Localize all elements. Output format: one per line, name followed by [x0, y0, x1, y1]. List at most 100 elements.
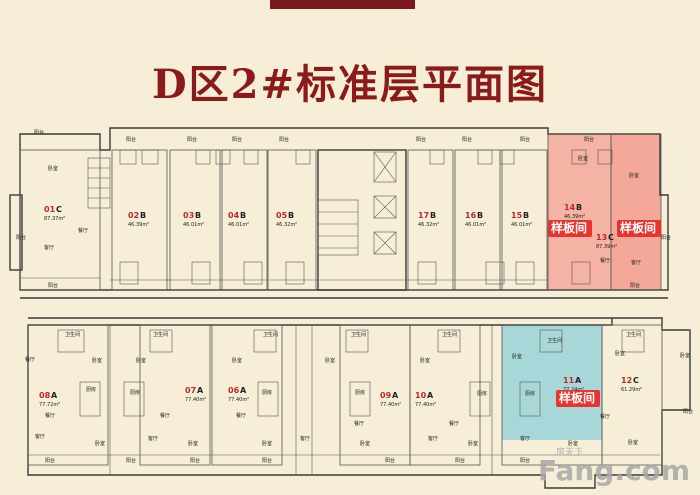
- room-label: 厨房: [130, 389, 140, 396]
- unit-area-u17: 46.32m²: [418, 222, 439, 228]
- room-label: 阳台: [462, 136, 472, 143]
- room-label: 卧室: [512, 353, 522, 360]
- unit-number-u07: 07: [185, 386, 196, 395]
- unit-outline-u01: [19, 149, 101, 291]
- unit-type-u02: B: [140, 211, 146, 220]
- unit-number-u01: 01: [44, 205, 56, 214]
- highlight-layer: [502, 134, 661, 440]
- unit-outline-u05: [267, 149, 317, 291]
- room-label: 卫生间: [442, 331, 457, 338]
- unit-area-u08: 77.72m²: [39, 402, 60, 408]
- unit-type-u06: A: [240, 386, 247, 395]
- unit-area-u13: 87.39m²: [596, 244, 617, 250]
- room-label: 卧室: [48, 165, 58, 172]
- sample-highlight-h13: [611, 134, 661, 290]
- unit-outline-u17: [407, 149, 454, 291]
- unit-outline-u08: [27, 324, 109, 466]
- room-label: 卧室: [325, 357, 335, 364]
- room-label: 阳台: [584, 136, 594, 143]
- unit-outline-u16: [454, 149, 501, 291]
- unit-number-u05: 05: [276, 211, 288, 220]
- unit-type-u16: B: [477, 211, 483, 220]
- room-label: 客厅: [300, 435, 310, 442]
- unit-area-u15: 46.01m²: [511, 222, 532, 228]
- unit-number-u15: 15: [511, 211, 523, 220]
- unit-area-u10: 77.40m²: [415, 402, 436, 408]
- room-label: 阳台: [34, 129, 44, 136]
- unit-type-u03: B: [195, 211, 201, 220]
- unit-outline-u06: [211, 324, 283, 466]
- room-label: 餐厅: [25, 356, 35, 363]
- room-label: 阳台: [520, 136, 530, 143]
- unit-type-u11: A: [575, 376, 582, 385]
- unit-type-u04: B: [240, 211, 246, 220]
- room-label: 厨房: [355, 389, 365, 396]
- unit-area-u14: 46.39m²: [564, 214, 585, 220]
- unit-area-u02: 46.39m²: [128, 222, 149, 228]
- room-label: 厨房: [477, 390, 487, 397]
- unit-number-u08: 08: [39, 391, 51, 400]
- stair-left: [87, 157, 111, 209]
- room-label: 餐厅: [45, 412, 55, 419]
- room-label: 客厅: [631, 259, 641, 266]
- room-label: 客厅: [428, 435, 438, 442]
- unit-number-u09: 09: [380, 391, 392, 400]
- room-label: 客厅: [35, 433, 45, 440]
- unit-number-u06: 06: [228, 386, 240, 395]
- unit-outline-u04: [221, 149, 268, 291]
- unit-area-u06: 77.40m²: [228, 397, 249, 403]
- elevator-2: [373, 195, 397, 219]
- unit-area-u12: 61.29m²: [621, 387, 642, 393]
- unit-number-u11: 11: [563, 376, 575, 385]
- room-label-layer: 卧室阳台餐厅客厅阳台阳台阳台阳台阳台阳台阳台阳台阳台阳台卧室卧室餐厅客厅阳台阳台…: [16, 129, 693, 464]
- room-label: 餐厅: [354, 420, 364, 427]
- sample-room-badge-s14: [548, 220, 592, 237]
- room-label: 阳台: [520, 457, 530, 464]
- sample-highlight-h14: [548, 134, 611, 290]
- unit-outline-u13: [610, 133, 662, 291]
- unit-type-u08: A: [51, 391, 58, 400]
- unit-outline-u15: [501, 149, 548, 291]
- unit-number-u14: 14: [564, 203, 576, 212]
- room-label: 卫生间: [153, 331, 168, 338]
- unit-type-u15: B: [523, 211, 529, 220]
- room-label: 卫生间: [65, 331, 80, 338]
- room-label: 卫生间: [263, 331, 278, 338]
- sample-highlight-h11: [502, 325, 602, 440]
- room-label: 卧室: [468, 440, 478, 447]
- room-label: 阳台: [630, 282, 640, 289]
- unit-outline-u12: [601, 324, 663, 466]
- unit-number-u04: 04: [228, 211, 240, 220]
- unit-type-u17: B: [430, 211, 436, 220]
- room-label: 卫生间: [547, 337, 562, 344]
- unit-type-u14: B: [576, 203, 582, 212]
- room-label: 卫生间: [351, 331, 366, 338]
- unit-type-u09: A: [392, 391, 399, 400]
- room-label: 卧室: [232, 357, 242, 364]
- room-label: 餐厅: [449, 420, 459, 427]
- unit-number-u17: 17: [418, 211, 429, 220]
- unit-area-u04: 46.01m²: [228, 222, 249, 228]
- room-label: 厨房: [262, 389, 272, 396]
- room-label: 阳台: [455, 457, 465, 464]
- room-label: 餐厅: [160, 412, 170, 419]
- room-label: 阳台: [16, 234, 26, 241]
- room-label: 阳台: [48, 282, 58, 289]
- page-title: D区2#标准层平面图: [151, 61, 549, 108]
- room-label: 餐厅: [236, 412, 246, 419]
- core-block: [317, 149, 407, 291]
- room-label: 卧室: [680, 352, 690, 359]
- room-label: 阳台: [262, 457, 272, 464]
- watermark: 房天下 Fang.com: [538, 446, 690, 487]
- room-label: 餐厅: [600, 413, 610, 420]
- room-label: 卧室: [615, 350, 625, 357]
- room-label: 卧室: [629, 172, 639, 179]
- unit-area-u16: 46.01m²: [465, 222, 486, 228]
- room-label: 阳台: [683, 408, 693, 415]
- room-label: 阳台: [126, 136, 136, 143]
- unit-layer: [19, 133, 663, 466]
- unit-number-u03: 03: [183, 211, 194, 220]
- room-label: 卧室: [420, 357, 430, 364]
